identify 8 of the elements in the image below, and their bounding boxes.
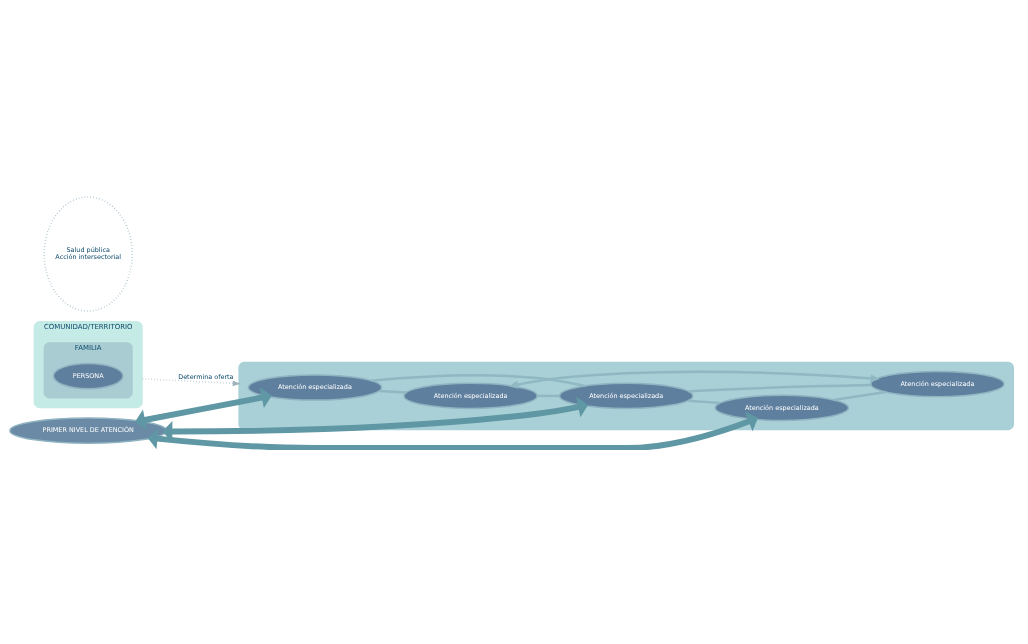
connector <box>688 383 871 393</box>
arrow <box>508 370 880 389</box>
arrow <box>147 411 759 450</box>
connector <box>687 398 721 404</box>
connector <box>833 390 886 401</box>
connector <box>379 389 407 394</box>
arrow <box>135 386 272 430</box>
connector <box>371 373 586 387</box>
